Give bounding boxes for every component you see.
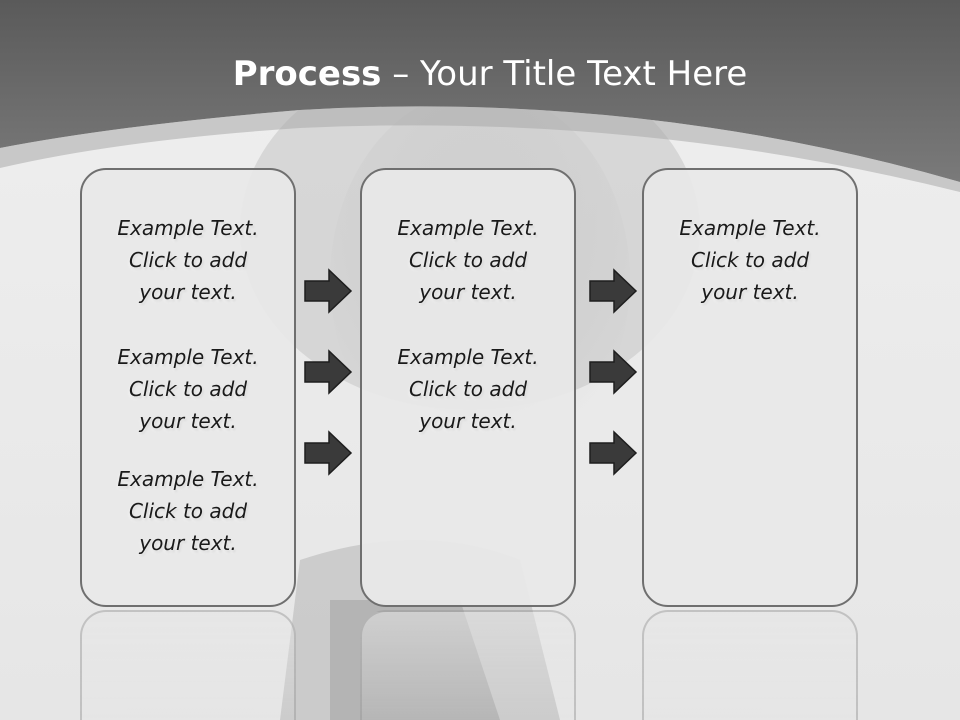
text-line: Click to add xyxy=(408,377,528,401)
box-reflection-middle xyxy=(360,610,576,720)
box-reflection-right xyxy=(642,610,858,720)
right-arrow-icon xyxy=(304,349,353,395)
process-box-3[interactable]: Example Text. Click to add your text. xyxy=(642,168,858,607)
text-line: Example Text. xyxy=(679,216,821,240)
text-line: your text. xyxy=(419,280,517,304)
text-item[interactable]: Example Text. Click to add your text. xyxy=(644,212,856,308)
text-line: Example Text. xyxy=(117,345,259,369)
text-line: Click to add xyxy=(128,377,248,401)
text-line: Example Text. xyxy=(117,216,259,240)
header-band-highlight xyxy=(0,106,960,192)
process-box-2[interactable]: Example Text. Click to add your text. Ex… xyxy=(360,168,576,607)
right-arrow-icon xyxy=(304,268,353,314)
right-arrow-icon xyxy=(589,268,638,314)
text-line: your text. xyxy=(419,409,517,433)
text-item[interactable]: Example Text. Click to add your text. xyxy=(82,341,294,437)
title-rest-text: – Your Title Text Here xyxy=(381,54,748,94)
text-line: your text. xyxy=(139,409,237,433)
right-arrow-icon xyxy=(304,430,353,476)
text-line: Example Text. xyxy=(397,216,539,240)
text-line: your text. xyxy=(139,531,237,555)
text-line: your text. xyxy=(701,280,799,304)
text-line: Example Text. xyxy=(117,467,259,491)
text-item[interactable]: Example Text. Click to add your text. xyxy=(82,212,294,308)
text-line: Click to add xyxy=(128,248,248,272)
text-line: Click to add xyxy=(128,499,248,523)
slide-title[interactable]: Process – Your Title Text Here xyxy=(0,52,960,96)
text-line: Click to add xyxy=(408,248,528,272)
text-line: Click to add xyxy=(690,248,810,272)
text-item[interactable]: Example Text. Click to add your text. xyxy=(362,212,574,308)
right-arrow-icon xyxy=(589,349,638,395)
text-item[interactable]: Example Text. Click to add your text. xyxy=(82,463,294,559)
process-box-1[interactable]: Example Text. Click to add your text. Ex… xyxy=(80,168,296,607)
right-arrow-icon xyxy=(589,430,638,476)
box-reflection-left xyxy=(80,610,296,720)
text-item[interactable]: Example Text. Click to add your text. xyxy=(362,341,574,437)
text-line: your text. xyxy=(139,280,237,304)
text-line: Example Text. xyxy=(397,345,539,369)
title-bold-text: Process xyxy=(232,54,382,94)
header-band xyxy=(0,0,960,182)
